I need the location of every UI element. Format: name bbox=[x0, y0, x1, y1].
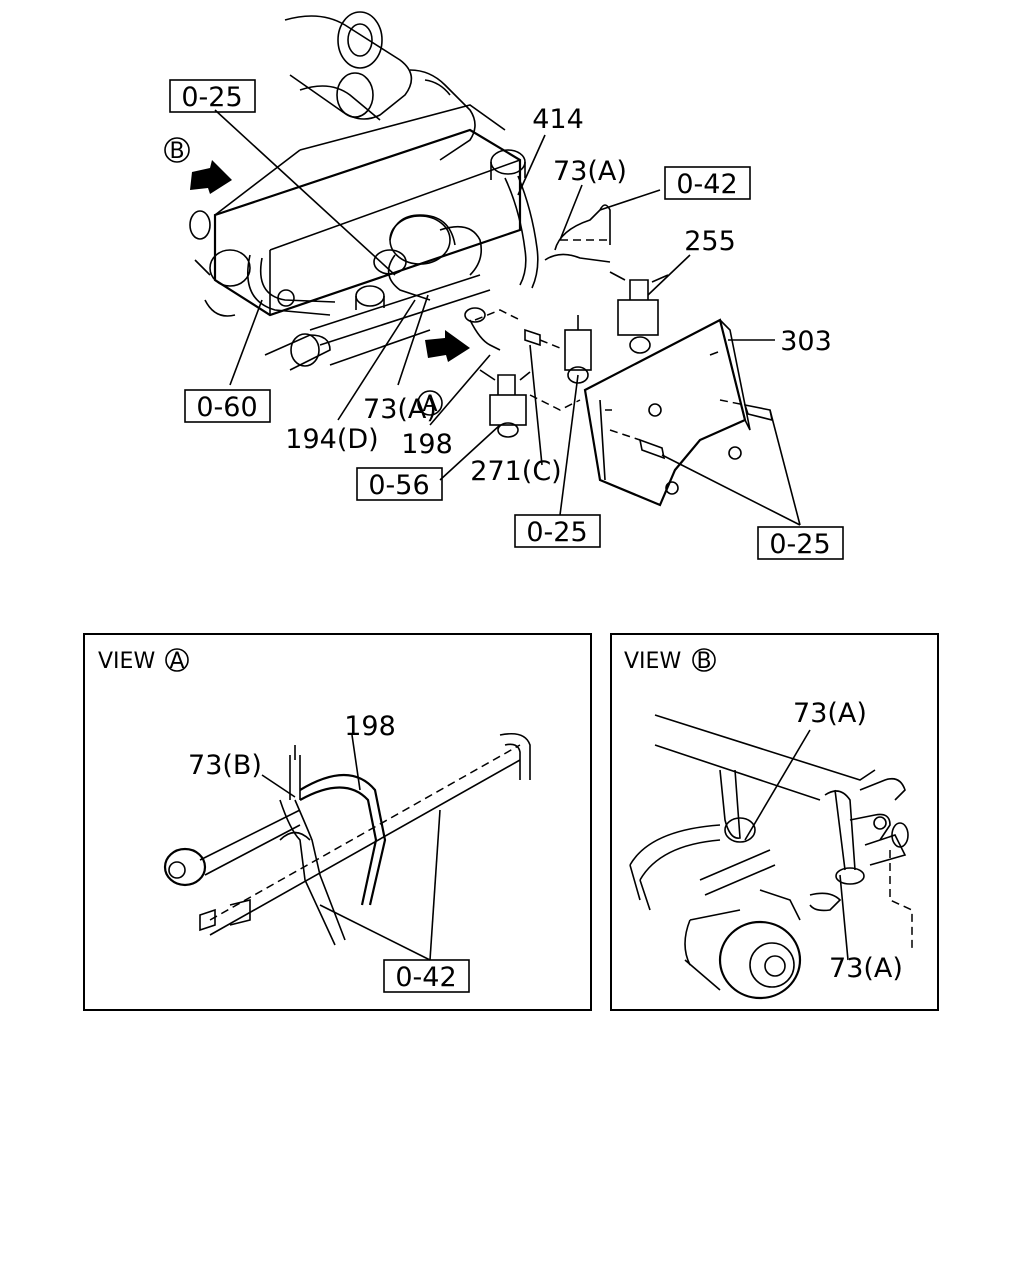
part-label-255: 255 bbox=[684, 226, 736, 257]
view-a-ref-box-0-42: 0-42 bbox=[383, 959, 470, 993]
part-label-73a-top: 73(A) bbox=[553, 156, 627, 187]
view-b-part-label-73a-top: 73(A) bbox=[793, 698, 867, 729]
ref-box-0-25-top: 0-25 bbox=[169, 79, 256, 113]
view-a-part-label-198: 198 bbox=[344, 711, 396, 742]
view-a-panel: VIEW A 198 73(B) 0-42 bbox=[83, 633, 592, 1011]
svg-text:0-25: 0-25 bbox=[769, 529, 830, 560]
view-a-arrow bbox=[425, 330, 470, 362]
view-b-panel: VIEW B bbox=[610, 633, 939, 1011]
view-b-illustration bbox=[629, 714, 913, 1000]
view-a-marker: A bbox=[417, 390, 443, 417]
main-leader-lines bbox=[214, 109, 801, 526]
view-a-title: VIEW bbox=[98, 649, 155, 674]
ref-box-0-42: 0-42 bbox=[664, 166, 751, 200]
engine-illustration bbox=[189, 11, 774, 507]
part-label-414: 414 bbox=[532, 104, 584, 135]
view-a-part-label-73b: 73(B) bbox=[188, 750, 262, 781]
svg-text:0-42: 0-42 bbox=[676, 169, 737, 200]
svg-text:0-56: 0-56 bbox=[368, 470, 429, 501]
view-b-title: VIEW bbox=[624, 649, 681, 674]
svg-text:B: B bbox=[169, 139, 184, 164]
svg-text:A: A bbox=[422, 392, 437, 417]
part-label-194d: 194(D) bbox=[285, 424, 378, 455]
view-b-part-label-73a-bottom: 73(A) bbox=[829, 953, 903, 984]
svg-text:0-25: 0-25 bbox=[181, 82, 242, 113]
svg-text:0-42: 0-42 bbox=[395, 962, 456, 993]
view-a-illustration bbox=[163, 732, 531, 946]
view-a-title-marker: A bbox=[169, 649, 184, 674]
view-b-arrow bbox=[190, 160, 232, 194]
ref-box-0-25-right: 0-25 bbox=[757, 526, 844, 560]
view-b-title-marker: B bbox=[696, 649, 711, 674]
part-label-198: 198 bbox=[401, 429, 453, 460]
part-label-303: 303 bbox=[780, 326, 832, 357]
ref-box-0-56: 0-56 bbox=[356, 467, 443, 501]
ref-box-0-25-mid: 0-25 bbox=[514, 514, 601, 548]
svg-text:0-25: 0-25 bbox=[526, 517, 587, 548]
view-b-marker: B bbox=[164, 137, 190, 164]
ref-box-0-60: 0-60 bbox=[184, 389, 271, 423]
part-label-73a-left: 73(A) bbox=[363, 394, 437, 425]
part-label-271c: 271(C) bbox=[470, 456, 561, 487]
svg-text:0-60: 0-60 bbox=[196, 392, 257, 423]
